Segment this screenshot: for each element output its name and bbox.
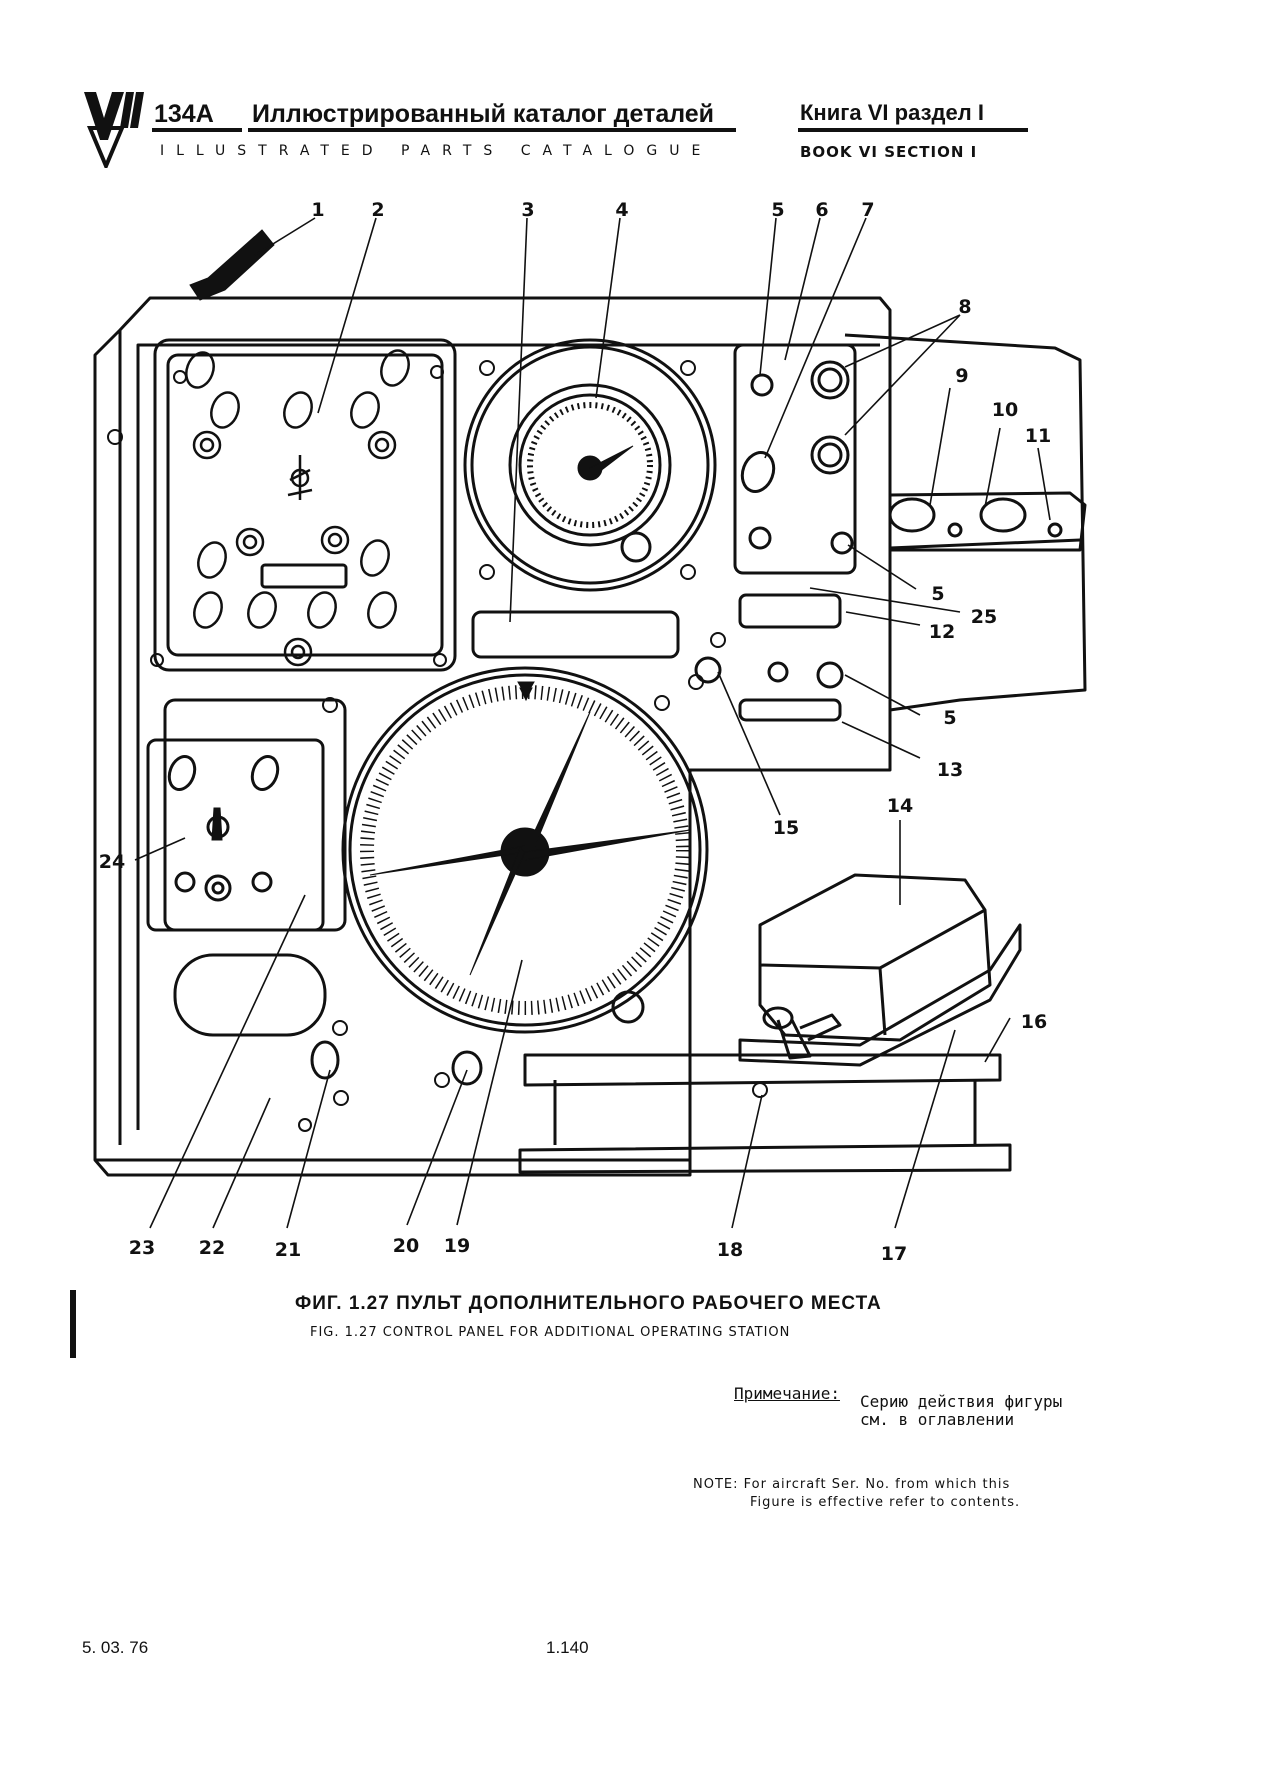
callout-5c: 5 — [943, 707, 957, 729]
header-rule-right — [798, 128, 1028, 132]
callout-15: 15 — [772, 817, 800, 839]
callout-18: 18 — [716, 1239, 744, 1261]
panel-frame — [93, 296, 892, 1177]
subpanel-24 — [163, 698, 347, 932]
figure-caption-ru: ФИГ. 1.27 ПУЛЬТ ДОПОЛНИТЕЛЬНОГО РАБОЧЕГО… — [295, 1293, 882, 1314]
clock-19 — [341, 666, 709, 1034]
callout-23: 23 — [128, 1237, 156, 1259]
callout-9: 9 — [955, 365, 969, 387]
upper-left-panel — [153, 338, 457, 672]
callout-5b: 5 — [931, 583, 945, 605]
callout-13: 13 — [936, 759, 964, 781]
callout-20: 20 — [392, 1235, 420, 1257]
callout-8: 8 — [958, 296, 972, 318]
note-ru-line1: Серию действия фигуры — [860, 1392, 1063, 1411]
callout-6: 6 — [815, 199, 829, 221]
callout-4: 4 — [615, 199, 629, 221]
revision-bar — [70, 1290, 76, 1358]
callout-14: 14 — [886, 795, 914, 817]
nameplate-3 — [471, 610, 680, 659]
callout-17: 17 — [880, 1243, 908, 1265]
callout-12: 12 — [928, 621, 956, 643]
bracket-9-11 — [889, 491, 1087, 552]
catalog-title-en: ILLUSTRATED PARTS CATALOGUE — [160, 143, 713, 159]
gauge-4-bezel — [463, 338, 717, 592]
note-ru-label: Примечание: — [734, 1384, 840, 1403]
note-en-line1: NOTE: For aircraft Ser. No. from which t… — [693, 1477, 1011, 1492]
callout-16: 16 — [1020, 1011, 1048, 1033]
note-en-line2: Figure is effective refer to contents. — [750, 1495, 1021, 1510]
rear-housing — [844, 333, 1087, 712]
tray-14 — [758, 873, 992, 1042]
book-section-ru: Книга VI раздел I — [800, 100, 984, 125]
callout-2: 2 — [371, 199, 385, 221]
page-number: 1.140 — [546, 1638, 589, 1657]
rail-16 — [523, 1053, 1002, 1087]
header-rule-mid — [248, 128, 736, 132]
callout-19: 19 — [443, 1235, 471, 1257]
catalog-title-ru: Иллюстрированный каталог деталей — [252, 100, 715, 128]
callout-24: 24 — [98, 851, 126, 873]
model-number: 134A — [154, 100, 214, 128]
callout-22: 22 — [198, 1237, 226, 1259]
callout-3: 3 — [521, 199, 535, 221]
book-section-en: BOOK VI SECTION I — [800, 143, 978, 161]
header-rule-left — [152, 128, 242, 132]
logo — [84, 92, 144, 168]
note-ru-line2: см. в оглавлении — [860, 1410, 1015, 1429]
callout-1: 1 — [311, 199, 325, 221]
control-panel-drawing — [93, 217, 1087, 1229]
figure-caption-en: FIG. 1.27 CONTROL PANEL FOR ADDITIONAL O… — [310, 1325, 791, 1340]
callout-21: 21 — [274, 1239, 302, 1261]
right-subpanel-6 — [733, 343, 857, 575]
callout-25: 25 — [970, 606, 998, 628]
callout-5a: 5 — [771, 199, 785, 221]
callout-7: 7 — [861, 199, 875, 221]
callout-10: 10 — [991, 399, 1019, 421]
callout-11: 11 — [1024, 425, 1052, 447]
footer-date: 5. 03. 76 — [82, 1638, 149, 1657]
